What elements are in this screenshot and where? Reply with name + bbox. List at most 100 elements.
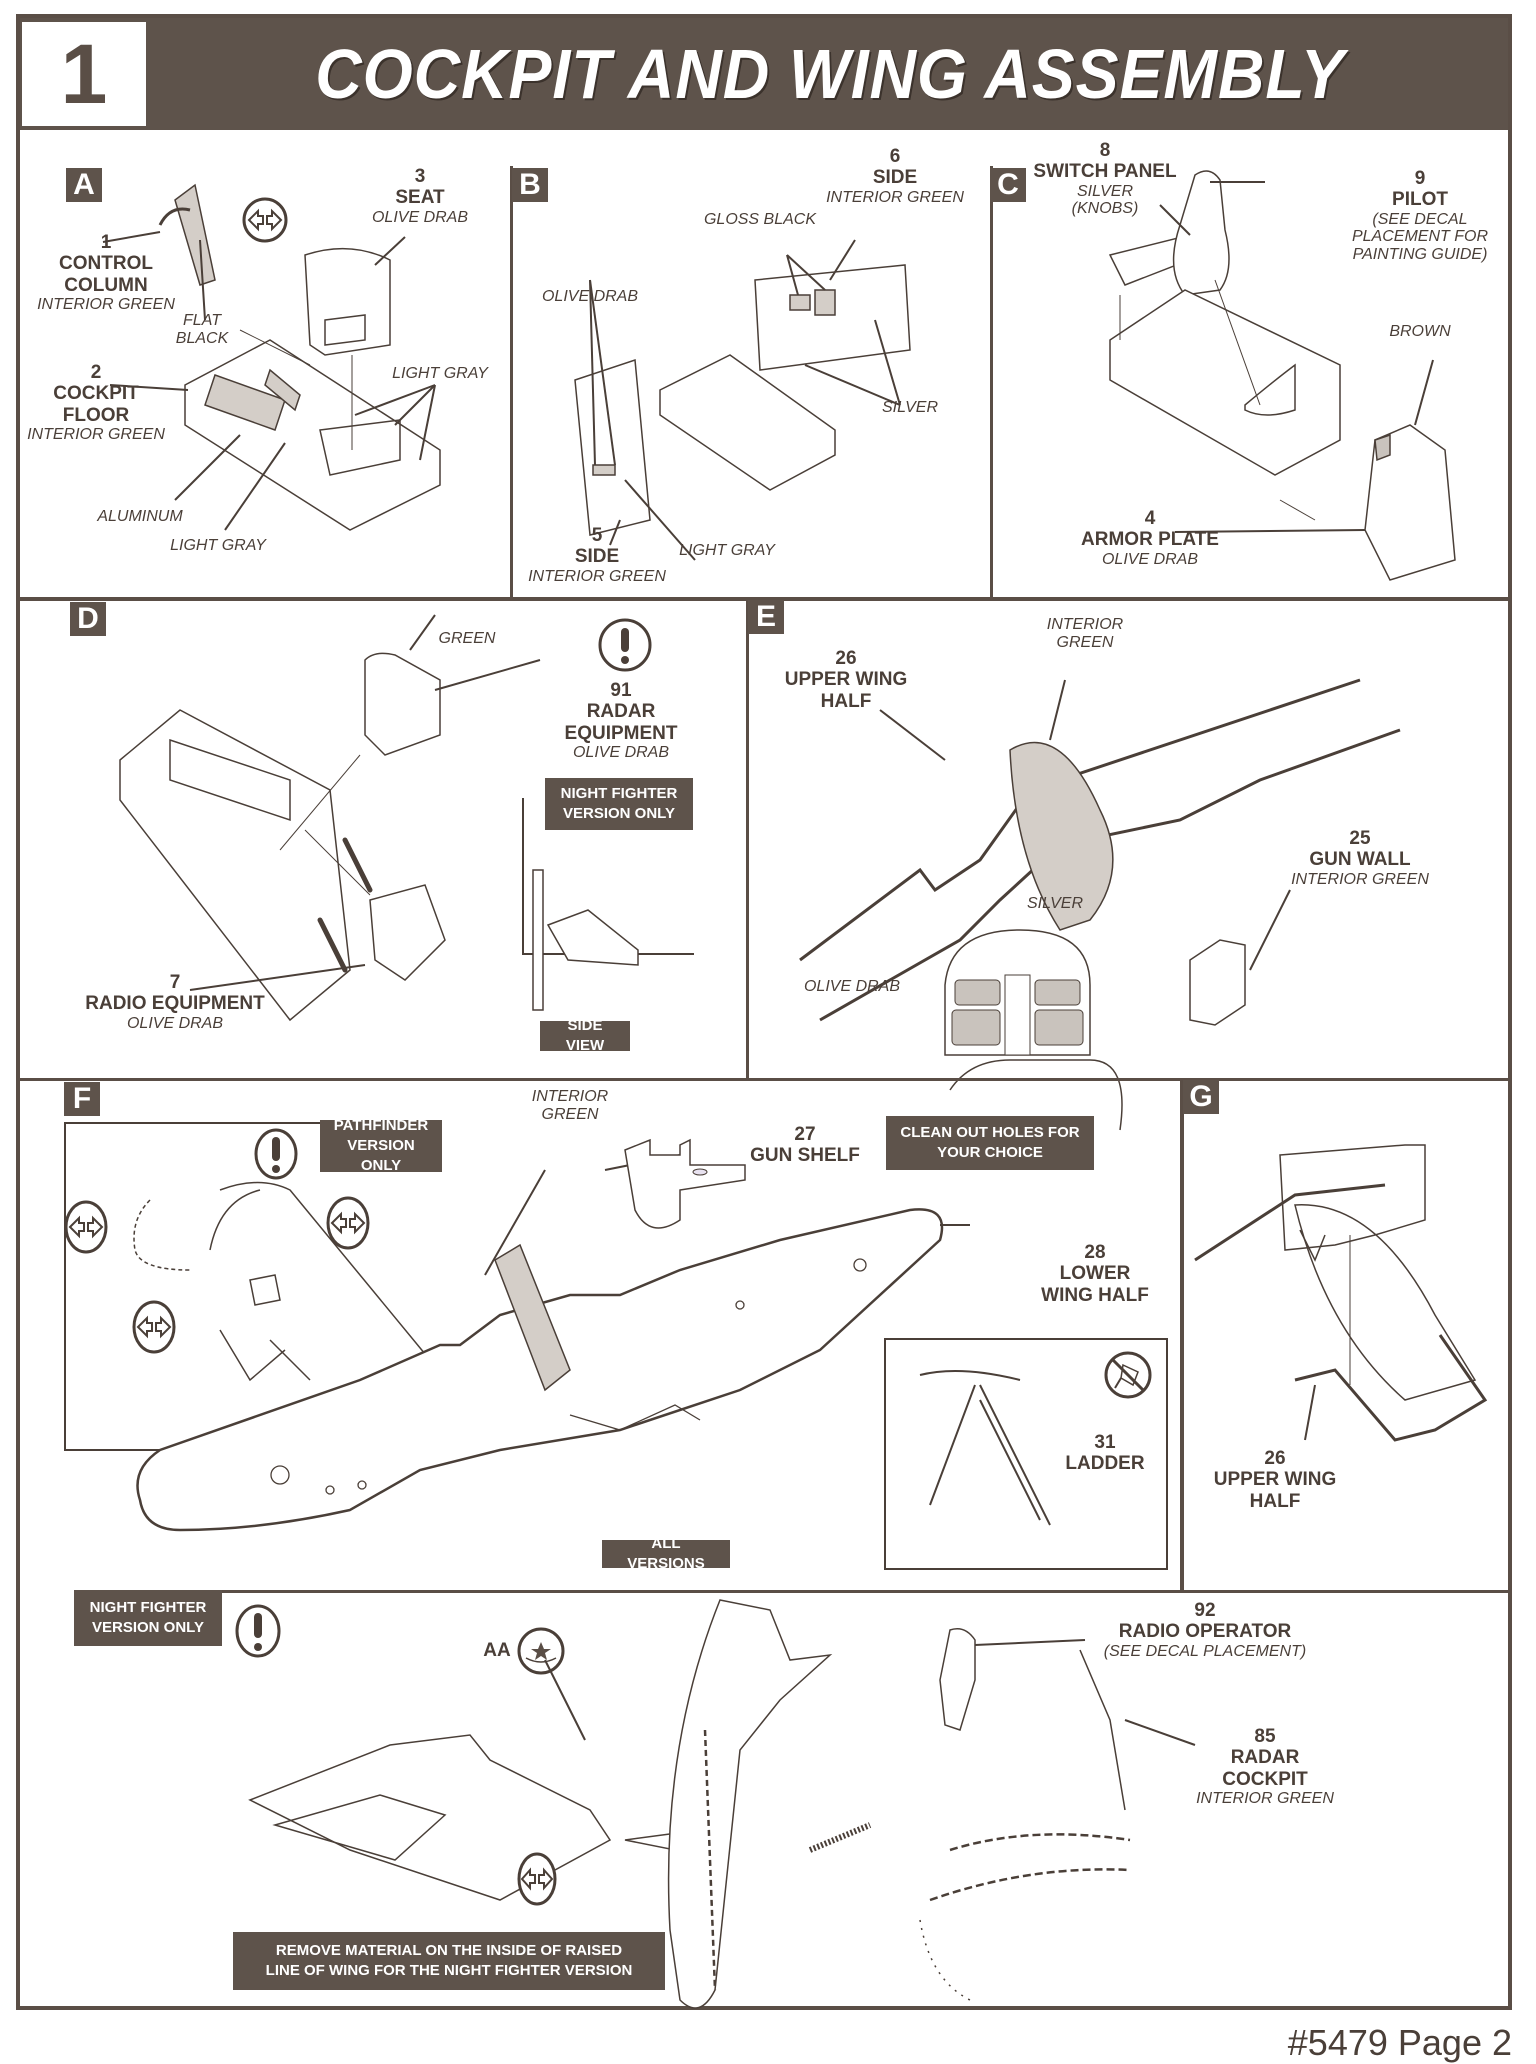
part-name: FLOOR <box>62 404 130 426</box>
page-reference: #5479 Page 2 <box>1287 2022 1512 2063</box>
part-name: LADDER <box>1065 1453 1145 1475</box>
part-number: 91 <box>610 680 632 701</box>
part-26-label-g: 26 UPPER WING HALF <box>1205 1448 1345 1512</box>
note-text: YOUR CHOICE <box>937 1144 1043 1161</box>
attention-icon <box>598 618 652 672</box>
part-number: 92 <box>1194 1600 1216 1621</box>
cement-icon <box>242 197 288 243</box>
decal-icon <box>517 1627 565 1675</box>
header-bar <box>16 14 1512 130</box>
paint-color: PAINTING GUIDE) <box>1352 246 1488 264</box>
part-25-label: 25 GUN WALL INTERIOR GREEN <box>1275 828 1445 888</box>
part-1-label: 1 CONTROL COLUMN INTERIOR GREEN <box>36 232 176 314</box>
paint-color: OLIVE DRAB <box>572 743 670 761</box>
callout-aluminum: ALUMINUM <box>97 508 183 525</box>
callout-text: INTERIOR <box>531 1088 609 1105</box>
panel-b-tag: B <box>512 168 548 202</box>
note-text: VERSION ONLY <box>92 1619 204 1636</box>
note-text: LINE OF WING FOR THE NIGHT FIGHTER VERSI… <box>265 1962 633 1979</box>
cement-icon <box>64 1200 108 1254</box>
callout-interior-green: INTERIOR GREEN <box>520 1088 620 1125</box>
panel-night-fighter-illustration <box>230 1600 1310 2000</box>
panel-e-illustration <box>800 660 1400 1060</box>
gun-shelf-illustration <box>620 1130 770 1240</box>
paint-color: OLIVE DRAB <box>126 1014 224 1032</box>
part-name: UPPER WING <box>784 669 908 691</box>
cement-icon <box>326 1196 370 1250</box>
part-number: 1 <box>100 232 112 253</box>
note-text: VERSION ONLY <box>347 1136 415 1175</box>
callout-light-gray-top: LIGHT GRAY <box>392 365 488 382</box>
part-5-label: 5 SIDE INTERIOR GREEN <box>527 525 667 585</box>
part-name: RADAR <box>586 701 656 723</box>
attention-icon <box>254 1128 298 1180</box>
night-fighter-note: NIGHT FIGHTER VERSION ONLY <box>74 1590 222 1646</box>
all-versions-label: ALL VERSIONS <box>602 1535 730 1572</box>
paint-color: INTERIOR GREEN <box>528 567 666 585</box>
part-number: 7 <box>169 972 181 993</box>
callout-text: BLACK <box>175 330 229 348</box>
side-view-illustration <box>528 870 648 1020</box>
note-text: CLEAN OUT HOLES FOR <box>900 1123 1080 1141</box>
ladder-illustration <box>900 1355 1080 1555</box>
part-31-label: 31 LADDER <box>1055 1432 1155 1475</box>
panel-g <box>1181 1078 1512 1592</box>
callout-green: GREEN <box>438 630 496 647</box>
paint-color: SILVER <box>1076 182 1134 200</box>
callout-light-gray-bottom: LIGHT GRAY <box>170 537 266 554</box>
part-28-label: 28 LOWER WING HALF <box>1030 1242 1160 1306</box>
callout-olive-drab: OLIVE DRAB <box>803 978 901 995</box>
panel-g-illustration <box>1195 1140 1505 1460</box>
part-4-label: 4 ARMOR PLATE OLIVE DRAB <box>1080 508 1220 568</box>
part-7-label: 7 RADIO EQUIPMENT OLIVE DRAB <box>70 972 280 1032</box>
callout-interior-green: INTERIOR GREEN <box>1040 616 1130 653</box>
ladder-inset <box>884 1338 1168 1570</box>
panel-d-tag: D <box>70 602 106 636</box>
callout-silver: SILVER <box>1026 895 1084 912</box>
part-name: ARMOR PLATE <box>1081 529 1219 551</box>
gun-wall-detail <box>940 925 1100 1060</box>
part-name: SIDE <box>574 546 620 568</box>
part-name: RADIO EQUIPMENT <box>85 993 265 1015</box>
night-fighter-note: NIGHT FIGHTER VERSION ONLY <box>545 778 693 830</box>
panel-f-tag: F <box>64 1082 100 1116</box>
panel-c-illustration <box>995 160 1505 590</box>
callout-text: GREEN <box>1056 634 1114 652</box>
clean-out-holes-note: CLEAN OUT HOLES FOR YOUR CHOICE <box>886 1116 1094 1170</box>
part-9-label: 9 PILOT (SEE DECAL PLACEMENT FOR PAINTIN… <box>1340 168 1500 264</box>
part-name: SWITCH PANEL <box>1033 161 1177 183</box>
part-name: EQUIPMENT <box>564 722 678 744</box>
paint-color: INTERIOR GREEN <box>826 188 964 206</box>
paint-color: PLACEMENT FOR <box>1351 228 1488 246</box>
callout-brown: BROWN <box>1389 323 1451 340</box>
part-name: PILOT <box>1392 189 1448 211</box>
part-number: 27 <box>794 1124 816 1145</box>
note-text: VERSION ONLY <box>563 805 675 822</box>
part-number: 31 <box>1094 1432 1116 1453</box>
part-6-label: 6 SIDE INTERIOR GREEN <box>820 146 970 206</box>
part-number: 28 <box>1084 1242 1106 1263</box>
part-number: 25 <box>1349 828 1371 849</box>
part-91-label: 91 RADAR EQUIPMENT OLIVE DRAB <box>556 680 686 762</box>
paint-color: INTERIOR GREEN <box>37 295 175 313</box>
attention-icon <box>235 1604 281 1658</box>
part-number: 5 <box>591 525 603 546</box>
part-3-label: 3 SEAT OLIVE DRAB <box>360 166 480 226</box>
part-name: SIDE <box>872 167 918 189</box>
part-number: 6 <box>889 146 901 167</box>
part-number: 8 <box>1099 140 1111 161</box>
part-name: RADIO OPERATOR <box>1118 1621 1292 1643</box>
note-text: NIGHT FIGHTER <box>560 784 678 802</box>
part-name: UPPER WING <box>1213 1469 1337 1491</box>
part-8-label: 8 SWITCH PANEL SILVER (KNOBS) <box>1030 140 1180 218</box>
panel-b-illustration <box>515 190 985 590</box>
part-number: 2 <box>90 362 102 383</box>
part-2-label: 2 COCKPIT FLOOR INTERIOR GREEN <box>26 362 166 444</box>
part-name: COCKPIT <box>1222 1768 1308 1790</box>
panel-c-tag: C <box>990 168 1026 202</box>
part-number: 9 <box>1414 168 1426 189</box>
panel-g-tag: G <box>1183 1080 1219 1114</box>
callout-olive-drab: OLIVE DRAB <box>541 288 639 305</box>
paint-color: INTERIOR GREEN <box>1291 870 1429 888</box>
callout-gloss-black: GLOSS BLACK <box>703 211 817 228</box>
